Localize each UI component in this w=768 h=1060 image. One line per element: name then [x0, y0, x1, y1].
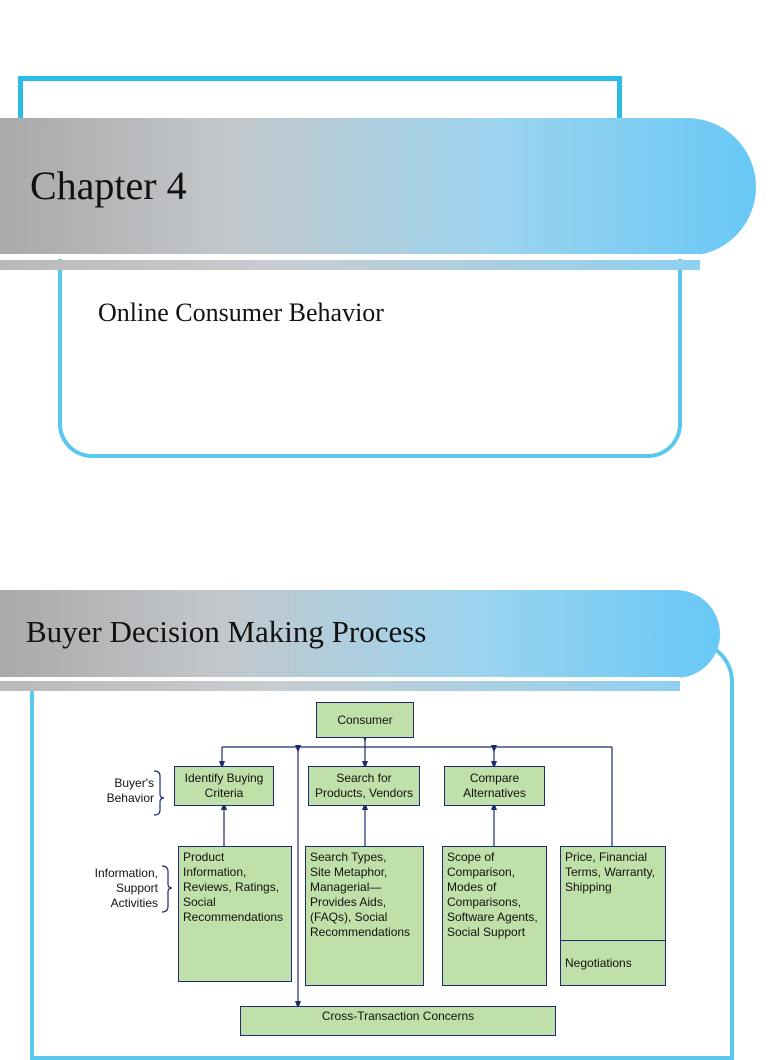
- product-information-node: Product Information, Reviews, Ratings, S…: [178, 846, 292, 982]
- price-terms-shipping-node: Price, Financial Terms, Warranty, Shippi…: [560, 846, 666, 941]
- slide-2-title: Buyer Decision Making Process: [26, 614, 427, 649]
- slide-1-title-band: [0, 118, 756, 256]
- slide-1-content-box: [58, 240, 682, 458]
- slide-1-band-shadow: [0, 260, 700, 270]
- slide-1-subtitle: Online Consumer Behavior: [98, 298, 384, 327]
- negotiations-node: Negotiations: [560, 940, 666, 986]
- diagram-connectors: [153, 734, 613, 1009]
- buyers-behavior-label: Buyer's Behavior: [106, 776, 154, 805]
- slide-2-title-band: [0, 590, 720, 678]
- slide-1-title: Chapter 4: [30, 163, 187, 208]
- consumer-node: Consumer: [316, 702, 414, 738]
- information-support-label: Information, Support Activities: [94, 866, 158, 910]
- slide-1-top-frame: [18, 76, 622, 136]
- slide-2-band-divider: [0, 677, 680, 681]
- decision-process-diagram: Consumer Buyer's Behavior Information, S…: [94, 702, 666, 1036]
- cross-transaction-concerns-node: Cross-Transaction Concerns: [240, 1006, 556, 1036]
- scope-of-comparison-node: Scope of Comparison, Modes of Comparison…: [442, 846, 547, 986]
- slide-1-band-divider: [0, 254, 700, 259]
- slide-2-band-shadow: [0, 681, 680, 691]
- search-types-node: Search Types, Site Metaphor, Managerial—…: [305, 846, 424, 986]
